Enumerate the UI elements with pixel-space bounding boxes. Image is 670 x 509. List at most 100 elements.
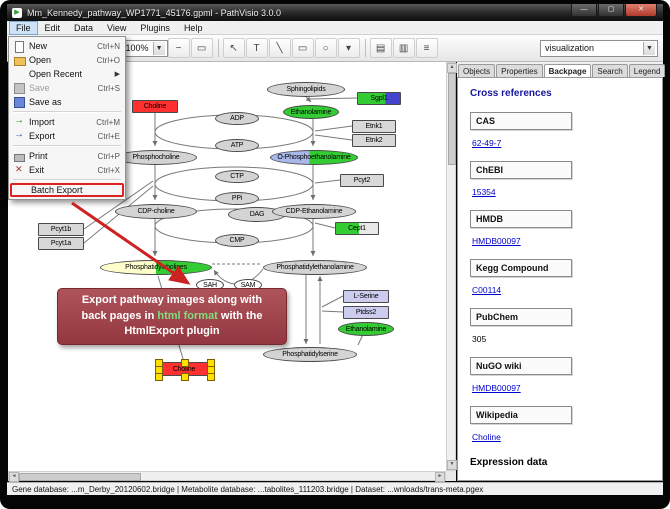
horizontal-scroll-thumb[interactable] [19,473,141,481]
selection-handle[interactable] [155,373,163,381]
menu-view[interactable]: View [107,22,127,33]
node-dag[interactable]: DAG [228,207,286,222]
canvas-vertical-scrollbar[interactable]: ▲ ▼ [446,62,457,471]
node-cmp[interactable]: CMP [215,234,259,247]
tab-backpage[interactable]: Backpage [543,64,592,77]
minimize-button[interactable]: — [571,4,597,17]
node-label: O-Phosphoethanolamine [277,154,351,161]
scroll-left-icon[interactable]: ◄ [9,472,19,482]
menu-item-label: Batch Export [31,185,83,195]
node-label: Choline [143,103,167,110]
menu-plugins[interactable]: Plugins [140,22,170,33]
menu-item-shortcut: Ctrl+E [97,131,120,141]
node-choline[interactable]: Choline [155,359,215,381]
canvas-horizontal-scrollbar[interactable]: ◄ ► [8,471,446,482]
align-horizontal-button[interactable]: ▤ [369,38,392,58]
backpage-value-cas[interactable]: 62-49-7 [472,138,502,148]
node-label: SAM [240,281,256,289]
visualization-combobox[interactable]: visualization ▼ [540,39,658,57]
tab-properties[interactable]: Properties [496,64,543,77]
node-sgpl1[interactable]: Sgpl1 [357,92,401,105]
menu-item-shortcut: Ctrl+M [96,117,120,127]
menu-data[interactable]: Data [74,22,94,33]
datanode-menu-button[interactable]: ▾ [337,38,360,58]
backpage-header-nugo-wiki: NuGO wiki [470,357,572,375]
menu-item-label: Save [29,83,50,93]
menu-file[interactable]: File [9,20,38,35]
node-label: Pcyt1b [50,226,72,233]
select-tool-button[interactable]: ↖ [222,38,245,58]
node-label: ADP [230,115,244,122]
vertical-scroll-thumb[interactable] [448,73,456,165]
node-pcyt2[interactable]: Pcyt2 [340,174,384,187]
zoom-combobox[interactable]: 100% ▼ [120,39,168,57]
node-etnk1[interactable]: Etnk1 [352,120,396,133]
zoom-out-button[interactable]: − [167,38,190,58]
menu-help[interactable]: Help [183,22,203,33]
node-ctp[interactable]: CTP [215,170,259,183]
node-ethanolamine[interactable]: Ethanolamine [338,322,394,336]
rect-tool-button[interactable]: ▭ [291,38,314,58]
node-atp[interactable]: ATP [215,139,259,152]
selection-handle[interactable] [207,373,215,381]
node-cept1[interactable]: Cept1 [335,222,379,235]
maximize-button[interactable]: ▢ [598,4,624,17]
node-label: Pcyt2 [353,177,371,184]
file-menu-item-open-recent[interactable]: Open Recent▶ [10,67,124,81]
label-tool-button[interactable]: T [245,38,268,58]
scroll-down-icon[interactable]: ▼ [447,460,457,470]
node-o-phosphoethanolamine[interactable]: O-Phosphoethanolamine [270,150,358,165]
backpage-value-chebi[interactable]: 15354 [472,187,496,197]
backpage-value-hmdb[interactable]: HMDB00097 [472,236,521,246]
node-pcyt1b[interactable]: Pcyt1b [38,223,84,236]
node-ppi[interactable]: PPi [215,192,259,205]
backpage-value-kegg-compound[interactable]: C00114 [472,285,502,295]
menu-edit[interactable]: Edit [44,22,61,33]
node-phosphatidylcholines[interactable]: Phosphatidylcholines [100,260,212,275]
node-pcyt1a[interactable]: Pcyt1a [38,237,84,250]
node-choline[interactable]: Choline [132,100,178,113]
tab-legend[interactable]: Legend [628,64,666,77]
file-menu-item-batch-export[interactable]: Batch Export [10,183,124,197]
node-phosphatidylserine[interactable]: Phosphatidylserine [263,347,357,362]
file-menu-item-save-as[interactable]: Save as [10,95,124,109]
scroll-up-icon[interactable]: ▲ [447,63,457,73]
zoom-fit-button[interactable]: ▭ [190,38,213,58]
chevron-down-icon[interactable]: ▼ [152,41,165,55]
selection-handle[interactable] [181,359,189,367]
node-cdp-choline[interactable]: CDP-choline [115,204,197,219]
scroll-right-icon[interactable]: ► [435,472,445,482]
blank-icon [13,68,25,80]
menu-item-shortcut: Ctrl+O [96,55,120,65]
node-phosphatidylethanolamine[interactable]: Phosphatidylethanolamine [263,260,367,275]
selection-handle[interactable] [181,373,189,381]
node-phosphocholine[interactable]: Phosphocholine [115,150,197,165]
chevron-down-icon[interactable]: ▼ [643,41,655,55]
node-cdp-ethanolamine[interactable]: CDP-Ethanolamine [272,204,356,219]
node-label: Etnk1 [365,123,383,130]
node-l-serine[interactable]: L-Serine [343,290,389,303]
backpage-value-nugo-wiki[interactable]: HMDB00097 [472,383,521,393]
backpage-value-wikipedia[interactable]: Choline [472,432,501,442]
align-vertical-button[interactable]: ▥ [392,38,415,58]
node-etnk2[interactable]: Etnk2 [352,134,396,147]
node-adp[interactable]: ADP [215,112,259,125]
node-sphingolipids[interactable]: Sphingolipids [267,82,345,97]
line-tool-button[interactable]: ╲ [268,38,291,58]
node-ptdss2[interactable]: Ptdss2 [343,306,389,319]
close-button[interactable]: ✕ [625,4,657,17]
oval-tool-button[interactable]: ○ [314,38,337,58]
tab-objects[interactable]: Objects [458,64,496,77]
callout-text-pre: Export pathway images along with back pa… [81,294,263,322]
tab-search[interactable]: Search [592,64,628,77]
callout-text-post: with the HtmlExport plugin [124,309,263,338]
node-ethanolamine[interactable]: Ethanolamine [283,105,339,119]
stack-button[interactable]: ≡ [415,38,438,58]
